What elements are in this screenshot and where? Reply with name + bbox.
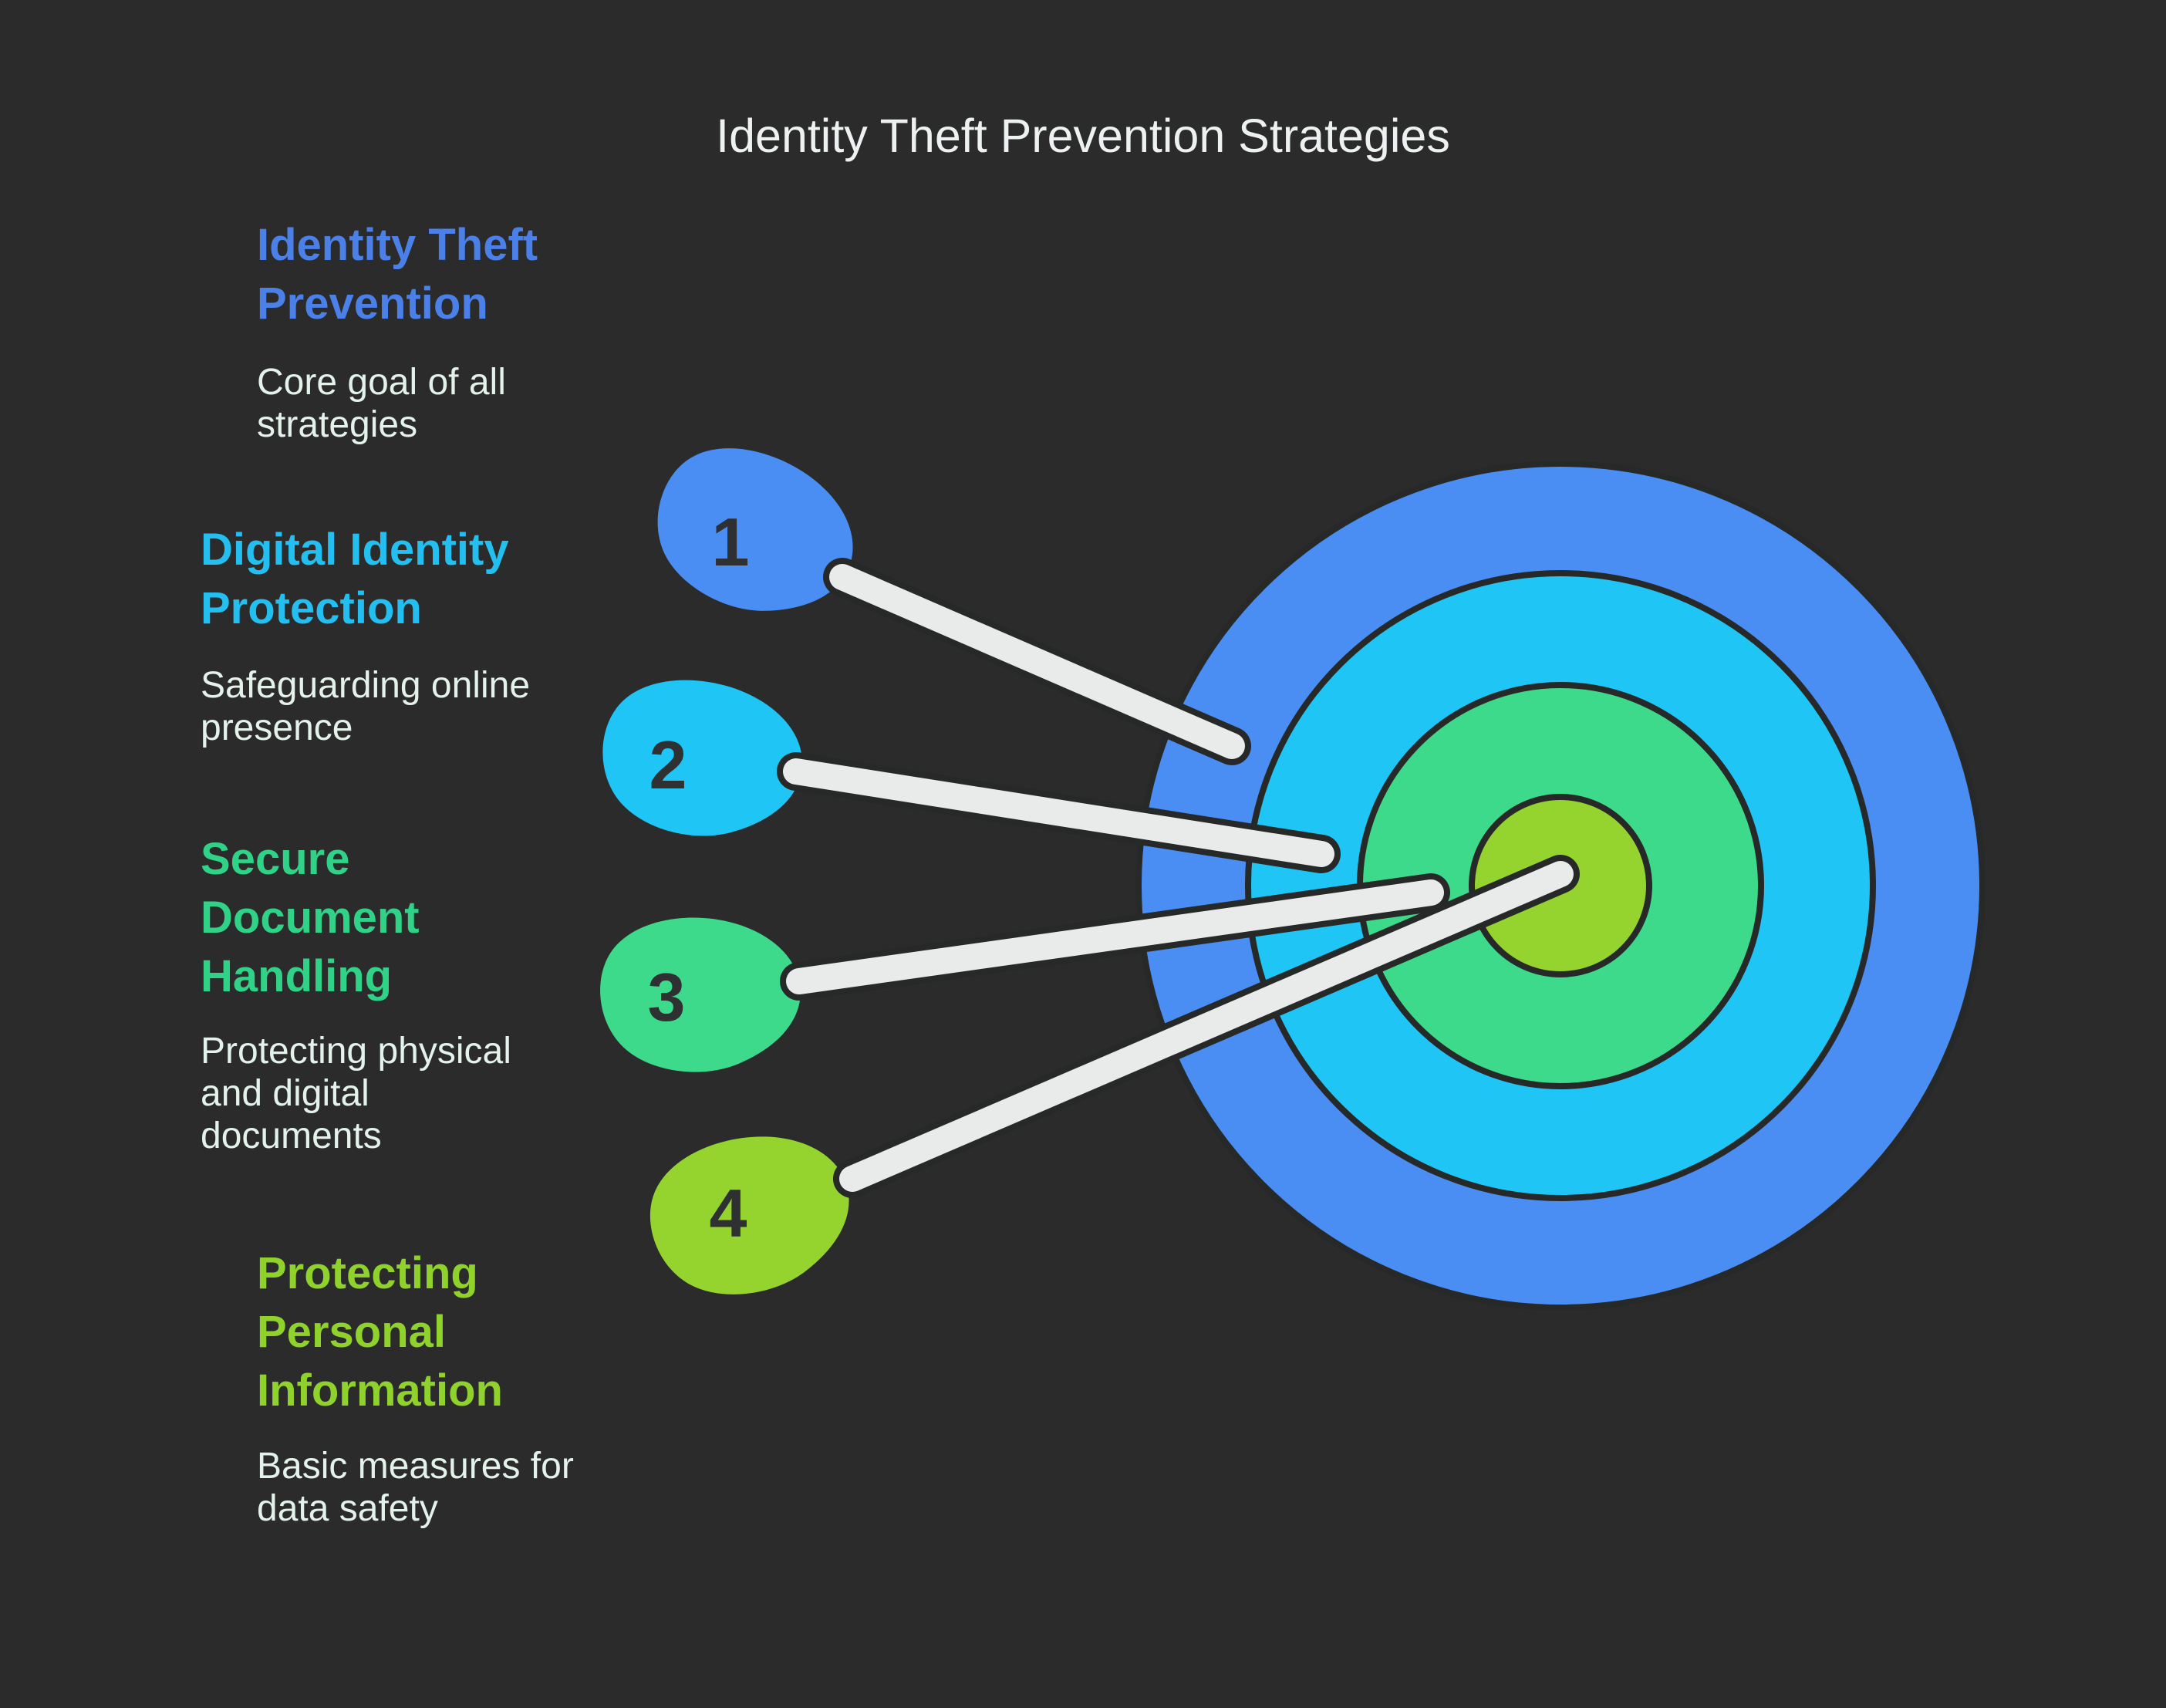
strategy-section-4: Protecting Personal Information Basic me… — [257, 1244, 689, 1615]
strategy-1-heading: Identity Theft Prevention — [257, 220, 538, 329]
strategy-2-description: Safeguarding online presence — [201, 665, 531, 748]
marker-number-2: 2 — [649, 727, 687, 803]
page-title: Identity Theft Prevention Strategies — [716, 110, 1450, 162]
strategy-4-description: Basic measures for data safety — [257, 1446, 574, 1529]
strategy-section-3: Secure Document Handling Protecting phys… — [201, 830, 633, 1200]
strategy-1-description: Core goal of all strategies — [257, 362, 506, 445]
marker-number-3: 3 — [648, 959, 686, 1035]
pin-3 — [780, 873, 1450, 1001]
marker-number-1: 1 — [712, 504, 750, 580]
strategy-2-heading: Digital Identity Protection — [201, 525, 509, 633]
pin-3-shaft — [786, 879, 1444, 994]
pin-4-shaft — [839, 861, 1574, 1192]
marker-number-4: 4 — [710, 1175, 747, 1251]
strategy-3-heading: Secure Document Handling — [201, 834, 420, 1001]
strategy-3-description: Protecting physical and digital document… — [201, 1031, 511, 1156]
pin-4 — [833, 855, 1580, 1198]
pin-2 — [777, 752, 1341, 873]
pin-1-shaft — [829, 564, 1245, 759]
pin-2-shaft — [783, 758, 1334, 867]
strategy-section-1: Identity Theft Prevention Core goal of a… — [257, 216, 689, 463]
strategy-section-2: Digital Identity Protection Safeguarding… — [201, 521, 633, 768]
strategy-4-heading: Protecting Personal Information — [257, 1248, 503, 1416]
pin-1 — [823, 558, 1251, 765]
